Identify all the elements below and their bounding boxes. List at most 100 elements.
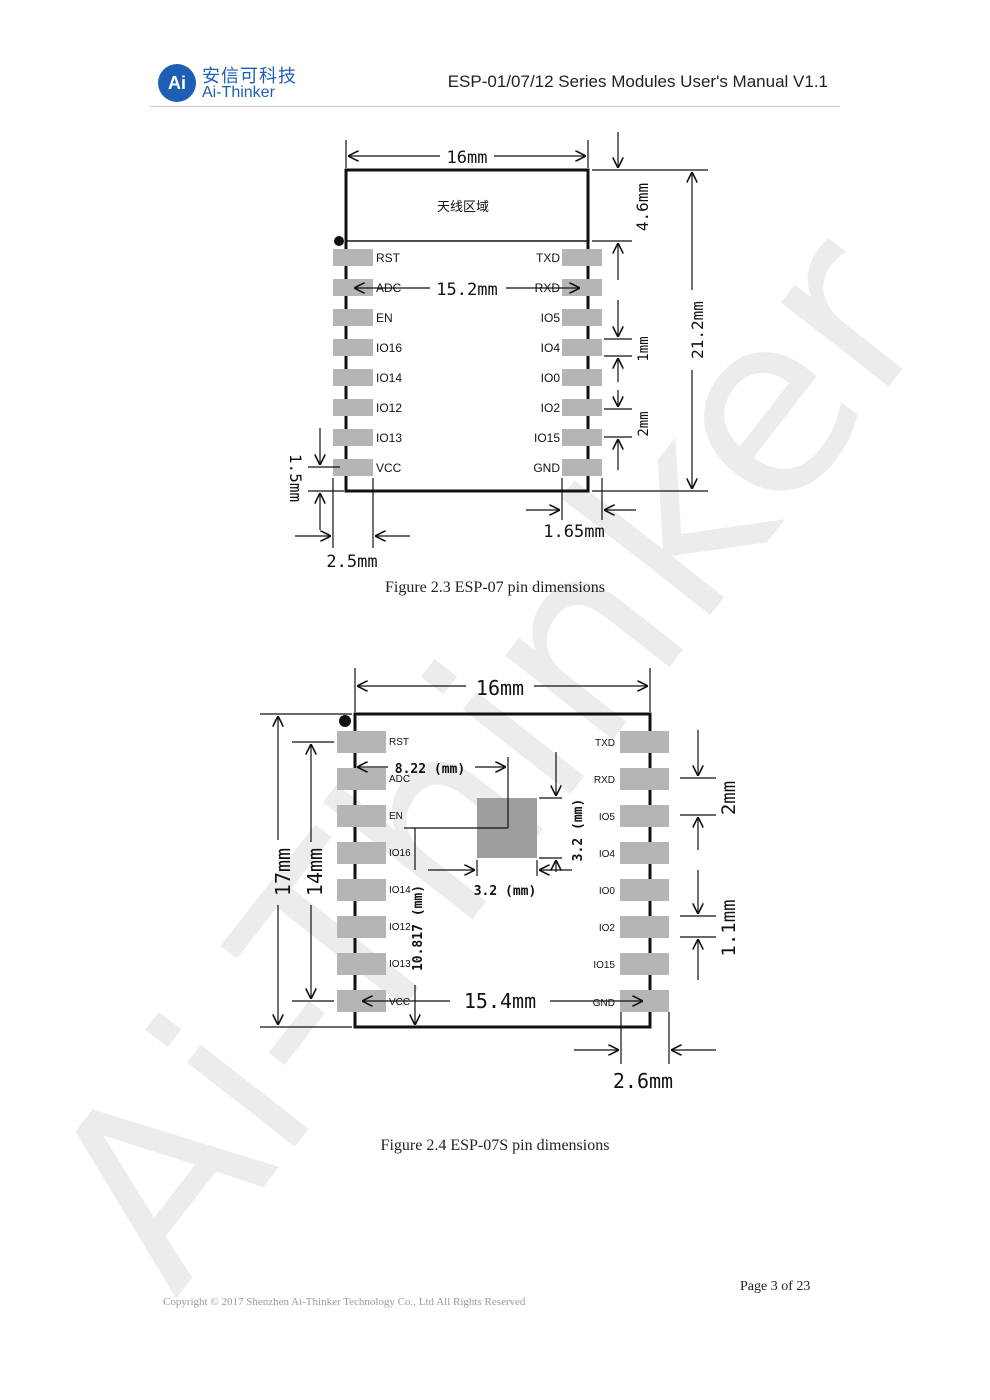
figure-2-3-caption: Figure 2.3 ESP-07 pin dimensions xyxy=(384,579,605,596)
esp07s-right-pin-labels: TXD RXD IO5 IO4 IO0 IO2 IO15 GND xyxy=(593,738,616,1009)
esp07s-pin-label: IO12 xyxy=(389,922,411,933)
logo-english-name: Ai-Thinker xyxy=(202,84,275,101)
esp07-pin-label: IO2 xyxy=(541,401,561,415)
esp07-pin-pad xyxy=(333,249,373,266)
esp07-pin-label: IO13 xyxy=(376,431,402,445)
esp07s-module-outline xyxy=(353,712,652,1029)
esp07-pin-pad xyxy=(562,459,602,476)
esp07s-pin-label: ADC xyxy=(389,774,410,785)
esp07-pin-pad xyxy=(562,309,602,326)
esp07-pin-label: IO16 xyxy=(376,341,402,355)
esp07-dimension-labels: 16mm 15.2mm 4.6mm 21.2mm 1mm 2mm 1.5mm 2… xyxy=(286,148,707,572)
esp07s-pin-pad xyxy=(620,805,669,827)
esp07-pin-pad xyxy=(562,249,602,266)
esp07s-pin-label: VCC xyxy=(389,997,410,1008)
esp07s-dim-inner-width: 15.4mm xyxy=(464,989,536,1013)
esp07-pin1-dot xyxy=(334,236,344,246)
esp07s-pin-pad xyxy=(620,953,669,975)
esp07s-dim-pin-span: 14mm xyxy=(303,848,327,896)
esp07-pin-label: IO4 xyxy=(541,341,561,355)
esp07s-pin-pad xyxy=(620,842,669,864)
esp07-pin-label: RST xyxy=(376,251,401,265)
document-title: ESP-01/07/12 Series Modules User's Manua… xyxy=(447,72,828,91)
copyright-notice: Copyright © 2017 Shenzhen Ai-Thinker Tec… xyxy=(163,1296,526,1308)
esp07-dim-pin-pitch: 1mm xyxy=(636,336,652,361)
esp07-pin-pad xyxy=(333,459,373,476)
esp07s-dim-pin-spacing: 2mm xyxy=(718,781,740,815)
esp07-pin-label: IO15 xyxy=(534,431,560,445)
page-number: Page 3 of 23 xyxy=(740,1279,811,1294)
esp07s-pin-pad xyxy=(337,953,386,975)
esp07s-pin-pad xyxy=(620,731,669,753)
logo-chinese-name: 安信可科技 xyxy=(202,66,297,87)
esp07-dim-pin-spacing: 2mm xyxy=(636,411,652,436)
esp07-dim-edge-offset: 1.65mm xyxy=(543,522,604,542)
esp07-pin-pad xyxy=(562,429,602,446)
esp07s-pin-label: IO5 xyxy=(599,812,616,823)
esp07s-dim-pad-y: 10.817 (mm) xyxy=(411,885,426,971)
esp07s-pin-label: TXD xyxy=(595,738,615,749)
esp07s-dimension-lines xyxy=(260,668,716,1064)
page-header: Ai 安信可科技 Ai-Thinker ESP-01/07/12 Series … xyxy=(150,58,840,107)
esp07-antenna-label: 天线区域 xyxy=(437,200,489,215)
esp07s-pin-label: IO16 xyxy=(389,848,411,859)
esp07s-dim-height: 17mm xyxy=(271,848,295,896)
esp07s-dim-pin-gap: 1.1mm xyxy=(718,899,740,956)
esp07s-pin-pad xyxy=(337,990,386,1012)
esp07s-pin-label: IO13 xyxy=(389,959,411,970)
esp07s-dimension-labels: 16mm 8.22 (mm) 3.2 (mm) 3.2 (mm) 10.817 … xyxy=(271,676,740,1093)
esp07s-pin1-dot xyxy=(339,715,351,727)
esp07s-pin-pad xyxy=(337,842,386,864)
esp07s-pin-pad xyxy=(620,879,669,901)
esp07-module-outline xyxy=(344,168,590,493)
esp07s-left-pin-labels: RST ADC EN IO16 IO14 IO12 IO13 VCC xyxy=(389,737,411,1008)
esp07s-pin-label: IO15 xyxy=(593,960,615,971)
esp07-pin-label: IO5 xyxy=(541,311,561,325)
esp07-dim-bottom-offset: 1.5mm xyxy=(286,454,305,502)
esp07s-diagram: RST ADC EN IO16 IO14 IO12 IO13 VCC TXD R… xyxy=(260,668,740,1093)
esp07s-pin-label: IO4 xyxy=(599,849,616,860)
esp07-dim-width: 16mm xyxy=(447,148,488,168)
esp07s-pin-pad xyxy=(337,879,386,901)
esp07-pin-pad xyxy=(333,399,373,416)
esp07-pin-pad xyxy=(333,369,373,386)
esp07s-pin-label: GND xyxy=(593,998,615,1009)
esp07-dim-antenna-height: 4.6mm xyxy=(633,183,652,231)
esp07-pin-pad xyxy=(333,429,373,446)
esp07s-pin-pad xyxy=(620,916,669,938)
esp07-pin-label: IO14 xyxy=(376,371,402,385)
esp07-pin-label: EN xyxy=(376,311,393,325)
esp07-pin-label: IO0 xyxy=(541,371,561,385)
esp07-dim-pin-length: 2.5mm xyxy=(326,552,377,572)
esp07s-left-pins xyxy=(337,731,386,1012)
esp07s-pin-pad xyxy=(620,990,669,1012)
esp07s-pin-label: IO0 xyxy=(599,886,616,897)
esp07s-dim-pad-h: 3.2 (mm) xyxy=(571,799,586,862)
esp07-pin-pad xyxy=(562,369,602,386)
esp07-pin-label: VCC xyxy=(376,461,402,475)
esp07-right-pins xyxy=(562,249,602,476)
esp07-pin-pad xyxy=(333,339,373,356)
figure-2-4-caption: Figure 2.4 ESP-07S pin dimensions xyxy=(380,1137,610,1154)
esp07s-pin-pad xyxy=(337,768,386,790)
esp07s-pin-pad xyxy=(337,916,386,938)
esp07s-dim-edge-offset: 2.6mm xyxy=(613,1069,673,1093)
esp07s-pin-label: RXD xyxy=(594,775,615,786)
esp07s-pin-label: IO2 xyxy=(599,923,616,934)
esp07-left-pin-labels: RST ADC EN IO16 IO14 IO12 IO13 VCC xyxy=(376,251,402,475)
esp07-dimension-lines xyxy=(295,132,708,548)
esp07-diagram: 天线区域 RST ADC EN IO16 IO14 xyxy=(286,132,708,572)
esp07s-dim-width: 16mm xyxy=(476,676,524,700)
ai-thinker-logo-icon: Ai xyxy=(158,64,196,102)
esp07-right-pin-labels: TXD RXD IO5 IO4 IO0 IO2 IO15 GND xyxy=(533,251,560,475)
esp07s-pin-label: IO14 xyxy=(389,885,411,896)
esp07-pin-pad xyxy=(562,339,602,356)
esp07-dim-height: 21.2mm xyxy=(688,301,707,359)
esp07s-pin-label: EN xyxy=(389,811,403,822)
esp07s-pin-pad xyxy=(337,731,386,753)
esp07-pin-label: GND xyxy=(533,461,560,475)
esp07-pin-pad xyxy=(333,309,373,326)
esp07-pin-label: TXD xyxy=(536,251,560,265)
esp07s-pin-pad xyxy=(620,768,669,790)
